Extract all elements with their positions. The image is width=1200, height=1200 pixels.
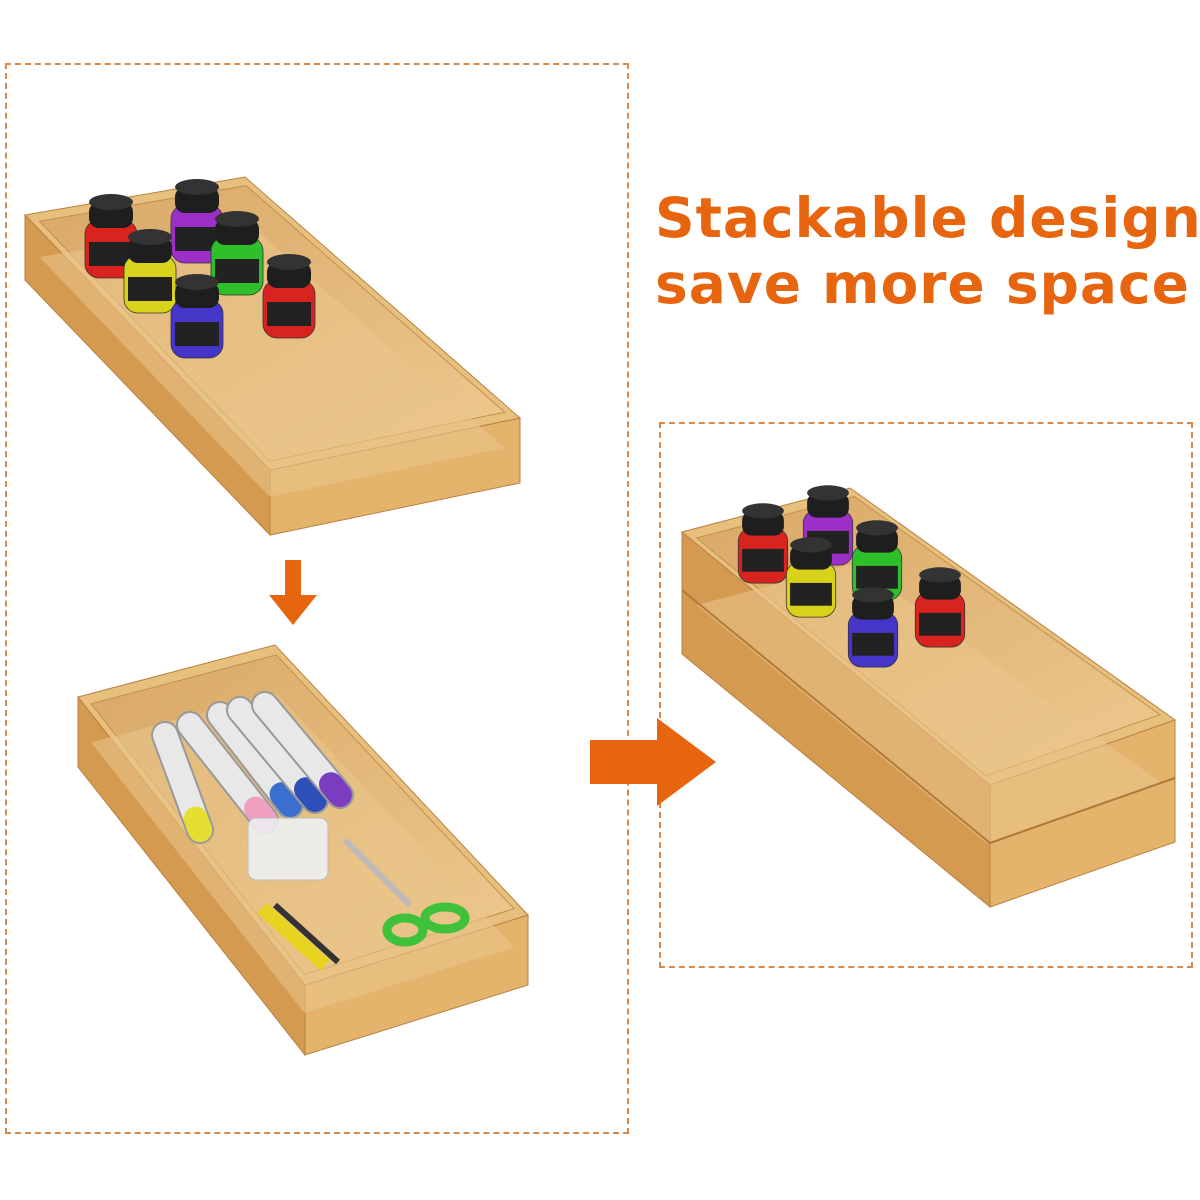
paint-bottle	[210, 211, 264, 296]
paint-bottle	[737, 503, 789, 584]
top-tray	[23, 176, 522, 537]
right-panel-frame	[659, 422, 1193, 968]
marker-pen	[251, 691, 354, 809]
stacked-trays	[680, 485, 1177, 909]
paint-bottle	[170, 274, 224, 359]
sticky-clip-box	[247, 817, 329, 881]
utility-knife	[257, 902, 341, 971]
marker-pen	[206, 701, 304, 819]
paint-bottle	[84, 194, 138, 279]
paint-bottle	[847, 587, 899, 668]
arrow-down-icon	[269, 560, 317, 625]
paint-bottle	[785, 537, 837, 618]
paint-bottle	[123, 229, 177, 314]
left-panel-frame	[5, 63, 629, 1134]
arrow-right-icon	[590, 718, 716, 806]
paint-bottle	[262, 254, 316, 339]
headline-line-2: save more space	[655, 252, 1190, 316]
headline-line-1: Stackable design	[655, 186, 1200, 250]
paint-bottle	[851, 520, 903, 601]
marker-pen	[226, 696, 329, 814]
scissors	[342, 837, 470, 947]
paint-bottle	[914, 567, 966, 648]
bottom-tray	[77, 644, 529, 1057]
marker-pen	[151, 721, 214, 844]
headline: Stackable design save more space	[655, 185, 1200, 317]
paint-bottle	[170, 179, 224, 264]
